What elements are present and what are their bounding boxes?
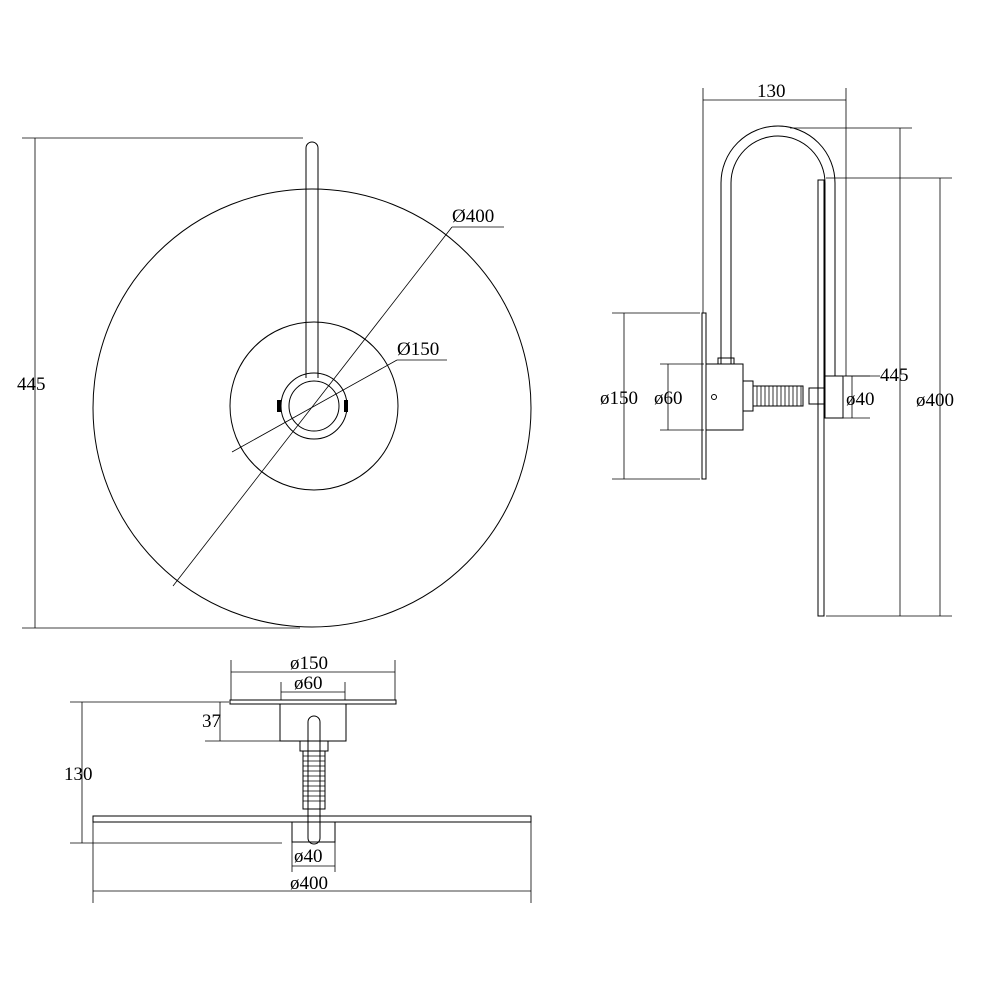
side-outer-diameter-label: ø400	[916, 390, 954, 411]
top-outer-diameter-label: ø400	[290, 873, 328, 894]
side-back-plate	[701, 312, 707, 480]
side-thread-lines	[756, 386, 802, 406]
top-plate-diameter-label: ø150	[290, 653, 328, 674]
top-socket	[291, 821, 336, 843]
top-back-plate	[229, 699, 397, 705]
side-depth-label: 130	[757, 81, 786, 102]
side-base-hole	[711, 394, 717, 400]
side-height-label: 445	[880, 365, 909, 386]
front-back-plate	[229, 321, 399, 491]
front-plate-leader	[231, 359, 398, 453]
side-plate-diameter-label: ø150	[600, 388, 638, 409]
front-arm	[305, 141, 319, 378]
top-socket-diameter-label: ø40	[294, 846, 323, 867]
side-outer-disc	[817, 179, 825, 617]
front-height-label: 445	[17, 374, 46, 395]
top-base-diameter-label: ø60	[294, 673, 323, 694]
top-nut	[299, 740, 329, 752]
front-plate-diameter-label: Ø150	[397, 339, 439, 360]
top-base-depth-label: 37	[202, 711, 221, 732]
top-thread-lines	[303, 755, 325, 802]
side-threaded-rod	[752, 385, 804, 407]
side-view: 130 445 ø400 ø40 ø150 ø60	[600, 81, 954, 617]
front-screw-left	[277, 400, 281, 412]
front-outer-disc	[92, 188, 532, 628]
front-base-inner	[288, 380, 340, 432]
top-base	[279, 703, 347, 742]
side-nut	[742, 380, 754, 412]
front-outer-leader	[172, 226, 453, 587]
top-threaded-rod	[302, 750, 326, 810]
side-arm-collar	[717, 357, 735, 365]
front-view: 445 Ø400 Ø150	[17, 137, 532, 629]
side-arm-outer	[720, 125, 836, 376]
side-coupler	[808, 387, 826, 405]
top-outer-disc	[92, 815, 532, 823]
top-view: ø150 ø60 37 130 ø40 ø400	[64, 653, 532, 903]
top-arm	[307, 715, 321, 845]
front-screw-right	[344, 400, 348, 412]
side-socket-diameter-label: ø40	[846, 389, 875, 410]
front-outer-diameter-label: Ø400	[452, 206, 494, 227]
side-base-diameter-label: ø60	[654, 388, 683, 409]
top-depth-label: 130	[64, 764, 93, 785]
side-arm-inner	[730, 135, 826, 376]
side-socket	[824, 375, 844, 419]
